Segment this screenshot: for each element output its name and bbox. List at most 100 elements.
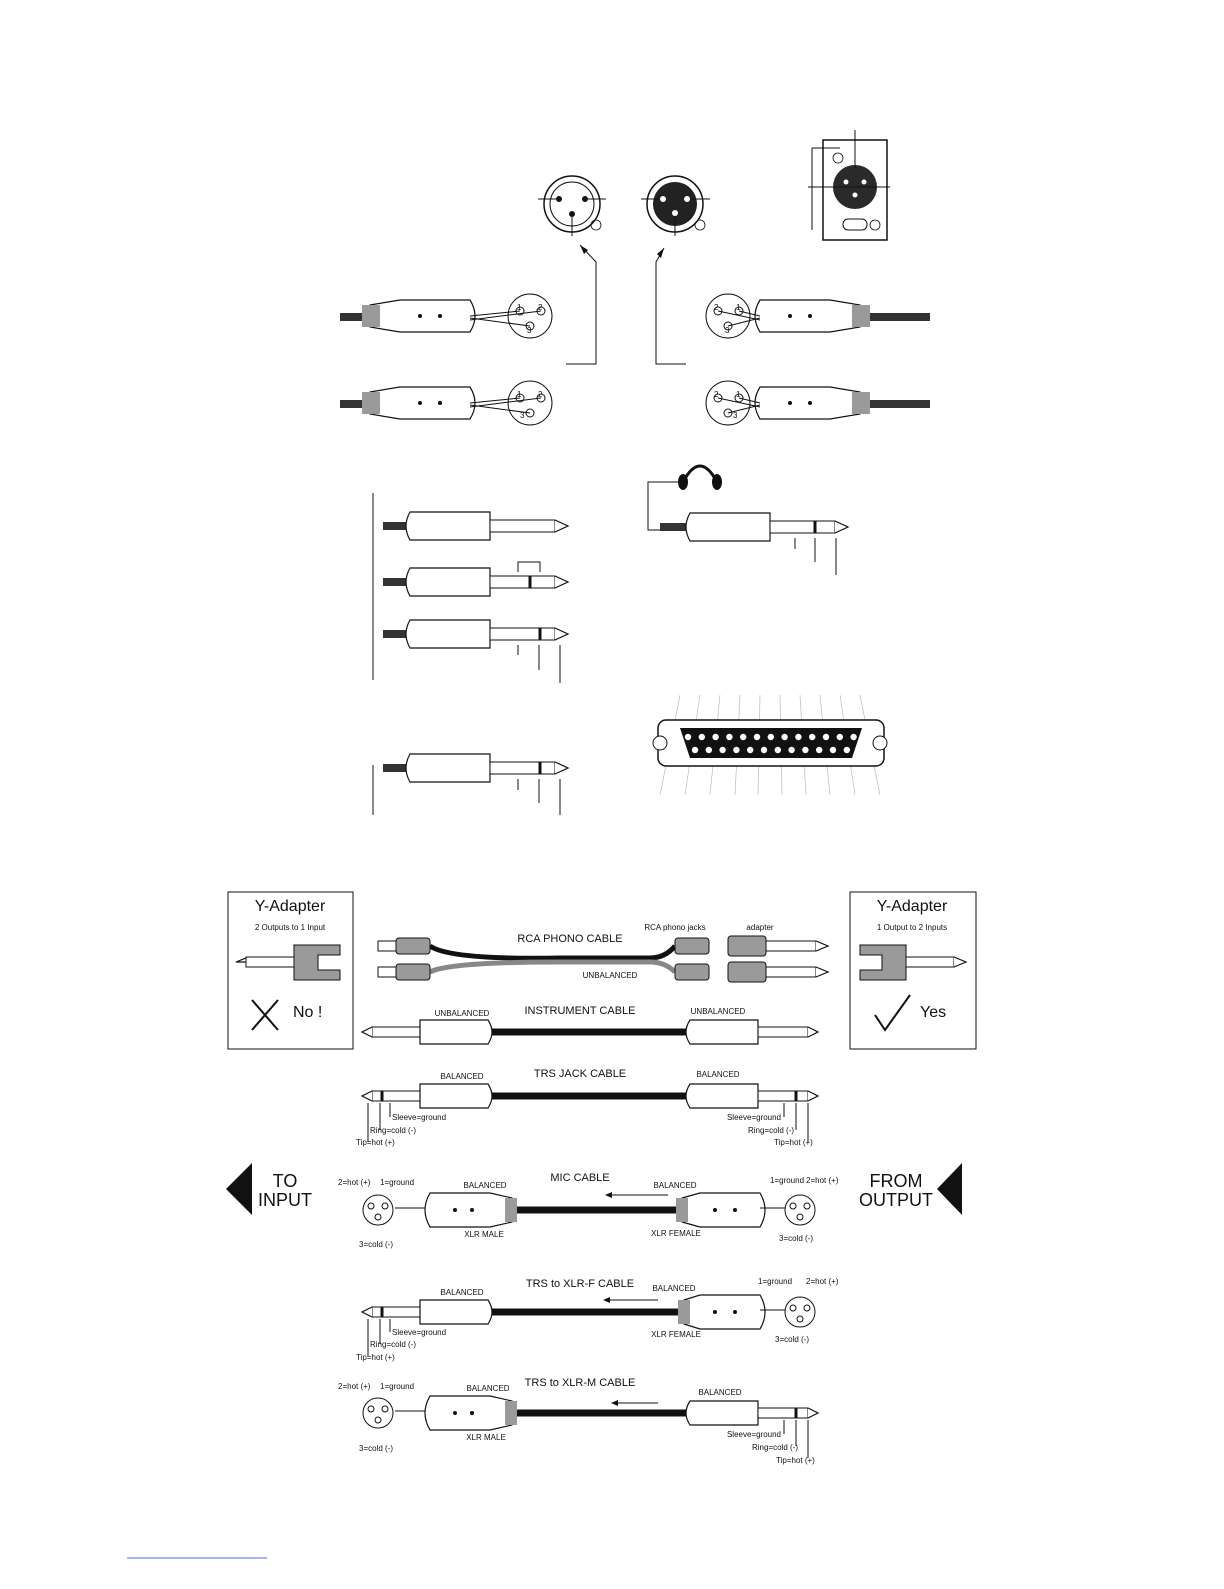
pin-label: 1 xyxy=(517,390,522,399)
db25-pin xyxy=(691,746,699,754)
ring-label: Ring=cold (-) xyxy=(752,1443,798,1452)
db25-pin xyxy=(753,733,761,741)
db25-connector-icon xyxy=(652,694,888,796)
xlr-plug-icon xyxy=(340,380,553,426)
balanced-label: BALANCED xyxy=(696,1070,739,1079)
db25-pin xyxy=(802,746,809,754)
ring-label: Ring=cold (-) xyxy=(370,1126,416,1135)
db25-pin xyxy=(809,733,816,741)
cold-label: 3=cold (-) xyxy=(359,1444,393,1453)
y-adapter-icon xyxy=(859,944,968,981)
rca-jacks-label: RCA phono jacks xyxy=(644,923,705,932)
pin-label: 1 xyxy=(736,303,741,312)
db25-pin xyxy=(767,733,774,741)
db25-pin xyxy=(719,746,726,754)
arrow-left-icon xyxy=(937,1163,962,1215)
cable-title: TRS to XLR-M CABLE xyxy=(525,1377,636,1389)
mic-cable: MIC CABLE BALANCED BALANCED 2=hot (+) 1=… xyxy=(338,1172,839,1249)
xlr-female-face-icon xyxy=(538,175,606,236)
balanced-label: BALANCED xyxy=(466,1384,509,1393)
balanced-label: BALANCED xyxy=(440,1072,483,1081)
db25-pin xyxy=(747,746,754,754)
link-arrow-icon xyxy=(566,244,597,365)
db25-pin xyxy=(760,746,768,754)
instrument-cable: INSTRUMENT CABLE UNBALANCED UNBALANCED xyxy=(360,1005,820,1045)
y-adapter-title: Y-Adapter xyxy=(877,898,948,915)
db25-pin xyxy=(774,746,781,754)
db25-pin xyxy=(816,746,823,754)
xlr-female-label: XLR FEMALE xyxy=(651,1229,701,1238)
unbalanced-label: UNBALANCED xyxy=(435,1009,490,1018)
sleeve-label: Sleeve=ground xyxy=(727,1430,781,1439)
pin-label: 2 xyxy=(538,303,543,312)
from-output-line2: OUTPUT xyxy=(859,1190,933,1210)
ring-label: Ring=cold (-) xyxy=(748,1126,794,1135)
db25-pin xyxy=(850,733,857,741)
mono-jack-plug-icon xyxy=(372,493,570,680)
sleeve-label: Sleeve=ground xyxy=(392,1113,446,1122)
db25-pin xyxy=(836,733,843,741)
hot-label: 2=hot (+) xyxy=(806,1176,839,1185)
stereo-jack-plug-icon xyxy=(383,619,570,683)
xlr-plug-icon xyxy=(705,293,930,339)
stereo-jack-plug-icon xyxy=(372,753,570,815)
pin-label: 2 xyxy=(714,303,719,312)
to-input-line1: TO xyxy=(273,1171,298,1191)
xlr-plug-icon xyxy=(340,293,553,339)
unbalanced-label: UNBALANCED xyxy=(691,1007,746,1016)
ring-label: Ring=cold (-) xyxy=(370,1340,416,1349)
tip-label: Tip=hot (+) xyxy=(356,1353,395,1362)
y-adapter-title: Y-Adapter xyxy=(255,898,326,915)
ground-label: 1=ground xyxy=(380,1178,414,1187)
balanced-label: BALANCED xyxy=(698,1388,741,1397)
stereo-jack-plug-icon xyxy=(383,561,570,597)
y-adapter-subtitle: 2 Outputs to 1 Input xyxy=(255,923,326,932)
xlr-male-label: XLR MALE xyxy=(464,1230,504,1239)
db25-pin xyxy=(705,746,712,754)
cold-label: 3=cold (-) xyxy=(779,1234,813,1243)
pin-label: 3 xyxy=(520,411,525,420)
xlr-panel-mount-icon xyxy=(808,130,890,241)
cable-title: INSTRUMENT CABLE xyxy=(524,1005,635,1017)
cable-title: TRS JACK CABLE xyxy=(534,1068,626,1080)
db25-pin xyxy=(781,733,788,741)
y-adapter-subtitle: 1 Output to 2 Inputs xyxy=(877,923,947,932)
pin-label: 1 xyxy=(736,390,741,399)
y-adapter-icon xyxy=(235,944,341,981)
hot-label: 2=hot (+) xyxy=(338,1382,371,1391)
tip-label: Tip=hot (+) xyxy=(776,1456,815,1465)
y-adapter-verdict: No ! xyxy=(293,1004,322,1021)
ground-label: 1=ground xyxy=(758,1277,792,1286)
balanced-label: BALANCED xyxy=(440,1288,483,1297)
y-adapter-bad-panel: Y-Adapter 2 Outputs to 1 Input No ! xyxy=(227,891,354,1050)
rca-phono-cable: RCA PHONO CABLE UNBALANCED RCA phono jac… xyxy=(377,923,830,983)
xlr-male-face-icon xyxy=(641,175,710,236)
sleeve-label: Sleeve=ground xyxy=(727,1113,781,1122)
ground-label: 1=ground xyxy=(770,1176,804,1185)
db25-pin xyxy=(712,733,719,741)
arrow-left-icon xyxy=(226,1163,252,1215)
cold-label: 3=cold (-) xyxy=(359,1240,393,1249)
sleeve-label: Sleeve=ground xyxy=(392,1328,446,1337)
ground-label: 1=ground xyxy=(380,1382,414,1391)
from-output-indicator: FROM OUTPUT xyxy=(859,1163,962,1215)
headphones-icon xyxy=(647,464,722,531)
cable-title: RCA PHONO CABLE xyxy=(517,933,622,945)
cable-title: TRS to XLR-F CABLE xyxy=(526,1278,634,1290)
db25-pin xyxy=(829,746,837,754)
stereo-jack-plug-icon xyxy=(660,512,850,575)
db25-pin xyxy=(740,733,747,741)
trs-jack-cable: TRS JACK CABLE BALANCED BALANCED Sleeve=… xyxy=(356,1068,820,1147)
trs-to-xlr-m-cable: TRS to XLR-M CABLE BALANCED BALANCED 2=h… xyxy=(338,1377,820,1465)
link-arrow-icon xyxy=(655,247,686,365)
balanced-label: BALANCED xyxy=(652,1284,695,1293)
db25-pin xyxy=(726,733,733,741)
db25-pin xyxy=(843,746,850,754)
hot-label: 2=hot (+) xyxy=(806,1277,839,1286)
xlr-male-label: XLR MALE xyxy=(466,1433,506,1442)
to-input-line2: INPUT xyxy=(258,1190,312,1210)
pin-label: 3 xyxy=(733,411,738,420)
cold-label: 3=cold (-) xyxy=(775,1335,809,1344)
unbalanced-label: UNBALANCED xyxy=(583,971,638,980)
